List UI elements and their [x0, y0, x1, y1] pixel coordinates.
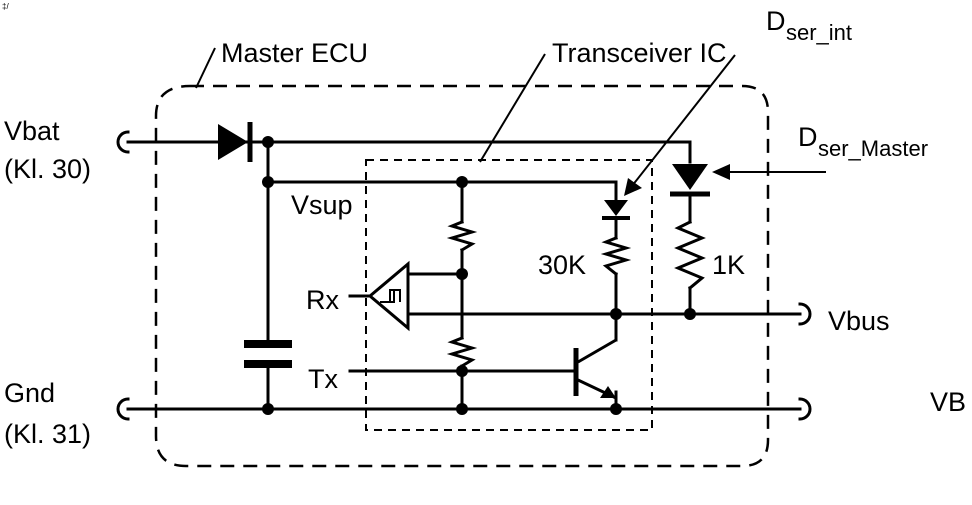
- gnd-label: Gnd: [4, 378, 55, 408]
- d-ser-int-arrowhead: [624, 178, 642, 196]
- tx-label: Tx: [308, 364, 338, 394]
- vb-label: VB: [930, 387, 966, 417]
- vb-terminal: [798, 397, 812, 421]
- vbus-terminal: [798, 302, 812, 326]
- junction-vbat: [262, 136, 274, 148]
- junction-gnd-emitter: [610, 403, 622, 415]
- kl31-label: (Kl. 31): [4, 419, 91, 449]
- junction-vsup-left: [262, 176, 274, 188]
- junction-collector: [610, 308, 622, 320]
- junction-gnd-cap: [262, 403, 274, 415]
- input-diode: [218, 122, 253, 162]
- d-ser-master-label-sub: ser_Master: [818, 136, 928, 161]
- d-ser-master-label-main: D: [798, 122, 818, 152]
- tx-transistor: [573, 338, 617, 400]
- resistor-30k: [600, 236, 632, 277]
- divider-resistor-top: [446, 220, 478, 253]
- transceiver-ic-boundary: [365, 159, 653, 431]
- vbat-label: Vbat: [4, 116, 60, 146]
- junction-r1k-bus: [684, 308, 696, 320]
- master-ecu-label: Master ECU: [221, 38, 368, 68]
- master-ecu-boundary: [154, 84, 770, 468]
- rx-label: Rx: [306, 285, 339, 315]
- vsup-label: Vsup: [291, 190, 353, 220]
- junction-tx: [456, 365, 468, 377]
- rx-comparator: [367, 260, 410, 332]
- junction-gnd-divider: [456, 403, 468, 415]
- d-ser-master-arrowhead: [712, 164, 730, 180]
- resistor-1k: [674, 219, 706, 291]
- d-ser-int-arrow: [631, 54, 736, 187]
- d-ser-int-label-main: D: [766, 6, 786, 36]
- transceiver-ic-leader: [479, 53, 546, 163]
- r30k-label: 30K: [538, 250, 586, 280]
- d-ser-master-diode: [670, 164, 710, 197]
- kl30-label: (Kl. 30): [4, 154, 91, 184]
- junction-vsup-divider: [456, 176, 468, 188]
- d-ser-int-diode: [602, 200, 630, 220]
- vbat-terminal: [116, 130, 130, 154]
- d-ser-int-label-sub: ser_int: [786, 20, 852, 45]
- capacitor: [244, 340, 292, 368]
- gnd-terminal: [116, 397, 130, 421]
- master-ecu-leader: [195, 47, 216, 89]
- r1k-label: 1K: [712, 250, 745, 280]
- corner-mark: ‡/: [2, 2, 9, 11]
- junction-divider-mid: [456, 268, 468, 280]
- divider-resistor-bottom: [446, 336, 478, 369]
- transceiver-ic-label: Transceiver IC: [552, 38, 727, 68]
- vbus-label: Vbus: [828, 306, 890, 336]
